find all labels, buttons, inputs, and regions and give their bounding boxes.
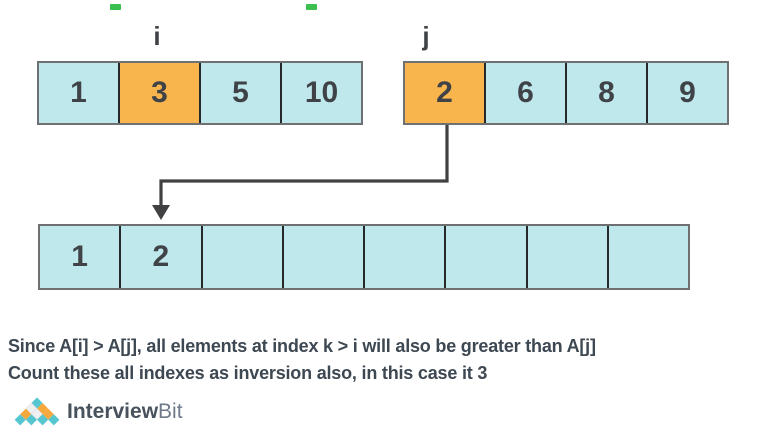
caption-line-2: Count these all indexes as inversion als… bbox=[8, 363, 488, 383]
array-cell-empty bbox=[446, 226, 528, 288]
array-cell-empty bbox=[608, 226, 688, 288]
array-cell: 1 bbox=[39, 63, 120, 123]
array-cell-empty bbox=[365, 226, 447, 288]
green-artifact-mark bbox=[306, 4, 317, 10]
array-cell-empty bbox=[202, 226, 284, 288]
wordmark-bit: Bit bbox=[158, 400, 183, 423]
pointer-j-label: j bbox=[422, 21, 430, 51]
array-left-half: 1 3 5 10 bbox=[37, 61, 363, 125]
wordmark-interview: Interview bbox=[67, 400, 159, 423]
array-cell: 9 bbox=[648, 63, 727, 123]
array-cell-highlighted-j: 2 bbox=[405, 63, 486, 123]
array-cell: 5 bbox=[201, 63, 282, 123]
interviewbit-wordmark: InterviewBit bbox=[67, 397, 183, 427]
array-cell-empty bbox=[527, 226, 609, 288]
interviewbit-pyramid-icon bbox=[14, 397, 60, 426]
array-merged: 1 2 bbox=[38, 224, 690, 290]
array-cell: 1 bbox=[40, 226, 122, 288]
array-cell: 8 bbox=[567, 63, 648, 123]
green-artifact-mark bbox=[110, 4, 121, 10]
array-cell: 10 bbox=[282, 63, 361, 123]
array-cell: 2 bbox=[121, 226, 203, 288]
array-cell-empty bbox=[283, 226, 365, 288]
array-right-half: 2 6 8 9 bbox=[403, 61, 729, 125]
array-cell: 6 bbox=[486, 63, 567, 123]
array-cell-highlighted-i: 3 bbox=[120, 63, 201, 123]
interviewbit-logo: InterviewBit bbox=[14, 397, 183, 427]
pointer-i-label: i bbox=[153, 21, 161, 51]
caption-line-1: Since A[i] > A[j], all elements at index… bbox=[8, 336, 596, 356]
